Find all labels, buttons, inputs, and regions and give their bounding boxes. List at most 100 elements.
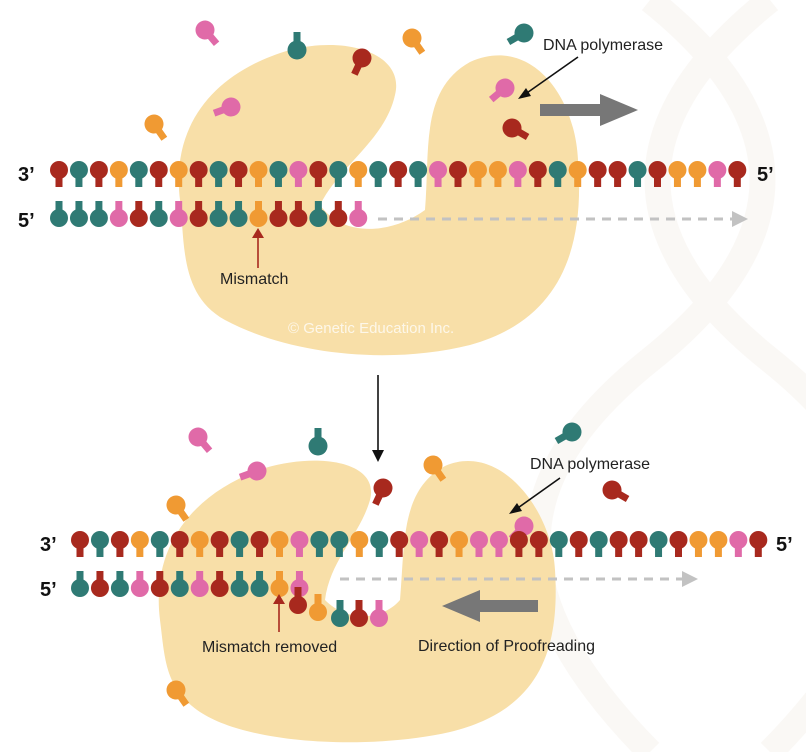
free-nucleotide — [402, 28, 426, 55]
top-polymerase-pointer-head — [518, 88, 531, 99]
mismatch-removed-label: Mismatch removed — [202, 639, 337, 656]
proofreading-direction-label: Direction of Proofreading — [418, 638, 595, 655]
free-nucleotide — [602, 480, 630, 503]
new-nucleotide — [150, 571, 169, 597]
top-end-5prime-left: 5’ — [18, 210, 35, 232]
removed-nucleotide — [350, 600, 368, 627]
template-nucleotide — [509, 531, 528, 557]
template-nucleotide — [369, 161, 388, 187]
free-nucleotide — [195, 20, 220, 47]
removed-nucleotide — [309, 594, 327, 621]
bottom-mismatch-pointer-head — [273, 594, 285, 604]
new-nucleotide — [230, 571, 249, 597]
template-nucleotide — [528, 161, 547, 187]
new-nucleotide — [109, 201, 128, 227]
top-polymerase-label: DNA polymerase — [543, 37, 663, 54]
bottom-polymerase-label: DNA polymerase — [530, 456, 650, 473]
free-nucleotide — [372, 478, 393, 506]
template-nucleotide — [370, 531, 389, 557]
free-nucleotide — [144, 114, 168, 141]
template-nucleotide — [229, 161, 248, 187]
free-nucleotide — [506, 23, 534, 46]
bottom-panel: DNA polymerase Mismatch removed Directio… — [40, 422, 793, 743]
new-nucleotide — [289, 201, 308, 227]
template-nucleotide — [450, 531, 469, 557]
removed-nucleotide — [331, 600, 349, 627]
free-nucleotide — [188, 427, 213, 454]
new-nucleotide — [90, 571, 109, 597]
template-nucleotide — [89, 161, 108, 187]
template-nucleotide — [549, 531, 568, 557]
template-nucleotide — [508, 161, 527, 187]
template-nucleotide — [150, 531, 169, 557]
template-nucleotide — [330, 531, 349, 557]
template-nucleotide — [468, 161, 487, 187]
template-nucleotide — [449, 161, 467, 187]
free-nucleotide — [423, 455, 447, 482]
new-nucleotide — [250, 571, 269, 597]
top-mismatch-label: Mismatch — [220, 271, 288, 288]
bottom-end-5prime-right: 5’ — [776, 534, 793, 556]
template-nucleotide — [429, 161, 448, 187]
template-nucleotide — [69, 161, 88, 187]
template-nucleotide — [269, 161, 288, 187]
bottom-synthesis-dashed-arrowhead — [682, 571, 698, 587]
template-nucleotide — [729, 531, 748, 557]
template-nucleotide — [189, 161, 208, 187]
template-nucleotide — [149, 161, 168, 187]
template-nucleotide — [728, 161, 747, 187]
template-nucleotide — [210, 531, 229, 557]
new-nucleotide — [130, 571, 149, 597]
free-nucleotide — [212, 97, 241, 117]
removed-nucleotide — [370, 600, 388, 627]
template-nucleotide — [488, 161, 507, 187]
template-nucleotide — [190, 531, 209, 557]
template-nucleotide — [588, 161, 607, 187]
template-nucleotide — [110, 531, 129, 557]
template-nucleotide — [90, 531, 109, 557]
template-nucleotide — [389, 161, 408, 187]
template-nucleotide — [708, 161, 727, 187]
bottom-removed-nucleotides — [289, 587, 388, 627]
new-nucleotide — [169, 201, 188, 227]
new-nucleotide — [110, 571, 129, 597]
template-nucleotide — [290, 531, 309, 557]
template-nucleotide — [409, 161, 428, 187]
top-movement-arrow-head — [600, 94, 638, 126]
template-nucleotide — [310, 531, 329, 557]
new-nucleotide — [329, 201, 348, 227]
new-nucleotide — [129, 201, 148, 227]
template-nucleotide — [649, 531, 668, 557]
top-movement-arrow-shaft — [540, 104, 602, 116]
new-nucleotide — [269, 201, 288, 227]
free-nucleotide — [166, 680, 190, 707]
new-nucleotide — [229, 201, 248, 227]
template-nucleotide — [470, 531, 488, 557]
template-nucleotide — [309, 161, 328, 187]
template-nucleotide — [529, 531, 548, 557]
new-nucleotide — [210, 571, 229, 597]
free-nucleotide — [287, 32, 307, 60]
template-nucleotide — [430, 531, 449, 557]
new-nucleotide — [71, 571, 89, 597]
template-nucleotide — [688, 161, 707, 187]
template-nucleotide — [129, 161, 148, 187]
new-nucleotide — [249, 201, 268, 227]
free-nucleotide — [554, 422, 582, 445]
top-polymerase-pointer — [523, 56, 579, 96]
template-nucleotide — [628, 161, 647, 187]
free-nucleotide — [488, 78, 515, 103]
template-nucleotide — [169, 161, 188, 187]
template-nucleotide — [569, 531, 588, 557]
top-free-nucleotides — [144, 20, 534, 141]
template-nucleotide — [568, 161, 587, 187]
proofreading-arrow-head — [442, 590, 480, 622]
template-nucleotide — [410, 531, 429, 557]
template-nucleotide — [50, 161, 68, 187]
bottom-polymerase-pointer-head — [509, 503, 522, 514]
transition-arrow-head — [372, 450, 384, 462]
template-nucleotide — [589, 531, 608, 557]
bottom-template-strand — [71, 531, 768, 557]
